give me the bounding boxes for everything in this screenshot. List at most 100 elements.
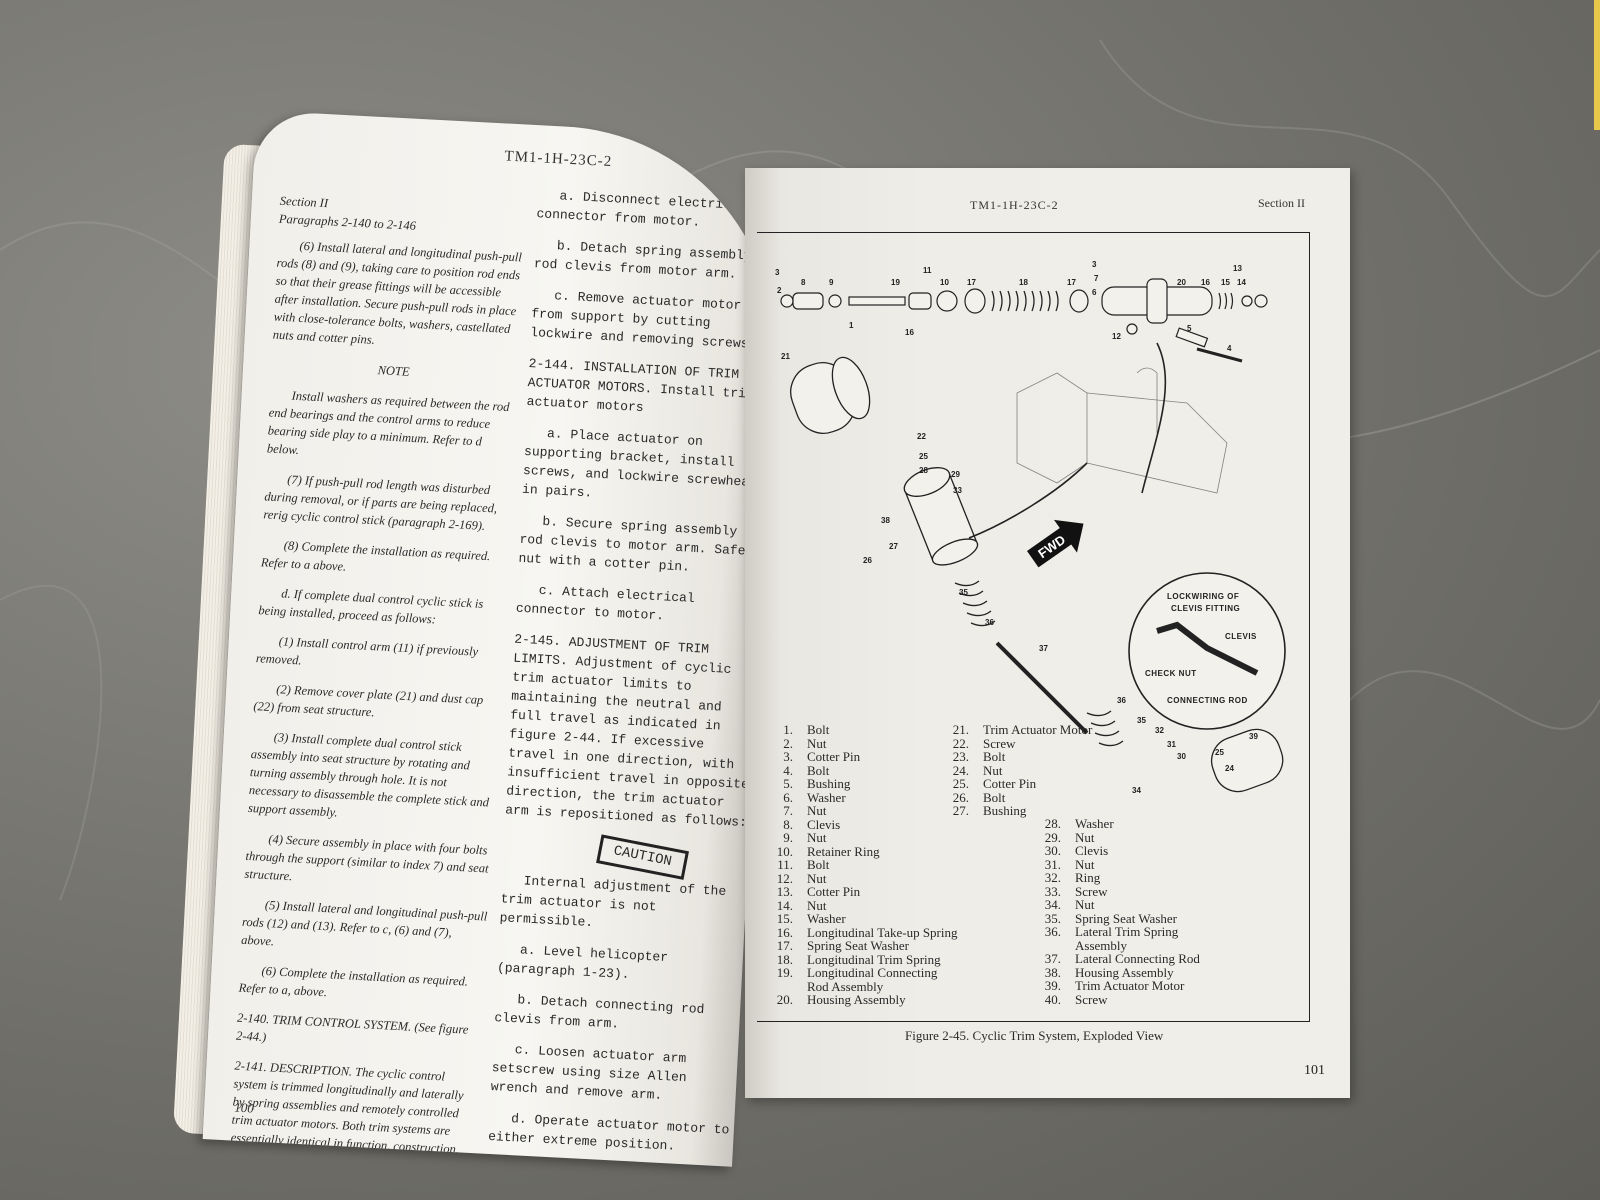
left-page-header-code: TM1-1H-23C-2 — [504, 148, 613, 171]
svg-text:25: 25 — [919, 452, 928, 461]
svg-text:CLEVIS FITTING: CLEVIS FITTING — [1171, 604, 1240, 613]
lockwiring-inset: LOCKWIRING OF CLEVIS FITTING CLEVIS CHEC… — [1128, 572, 1286, 730]
svg-text:20: 20 — [1177, 278, 1186, 287]
paragraph: (6) Install lateral and longitudinal pus… — [272, 238, 523, 347]
legend-column-1: 1.Bolt 2.Nut 3.Cotter Pin 4.Bolt 5.Bushi… — [759, 723, 958, 1007]
svg-text:9: 9 — [829, 278, 834, 287]
trim-actuator-motor-icon — [790, 356, 871, 434]
paragraph: (7) If push-pull rod length was disturbe… — [263, 472, 498, 533]
legend-item: 11.Bolt — [777, 857, 830, 872]
legend-item: 1.Bolt — [783, 722, 830, 737]
legend-item: 19.Longitudinal Connecting — [776, 965, 938, 980]
legend-item: 14.Nut — [776, 897, 827, 913]
paragraph: d. Operate actuator motor to either extr… — [487, 1111, 730, 1154]
paragraph: a. Level helicopter (paragraph 1-23). — [496, 942, 669, 983]
legend-item: 5.Bushing — [783, 776, 851, 791]
svg-text:16: 16 — [905, 328, 914, 337]
svg-text:30: 30 — [1177, 752, 1186, 761]
svg-text:8: 8 — [801, 278, 806, 287]
svg-text:38: 38 — [881, 516, 890, 525]
legend-item: 22.Screw — [952, 735, 1016, 751]
legend-item: 28.Washer — [1044, 816, 1114, 831]
svg-text:25: 25 — [1215, 748, 1224, 757]
legend-item-continuation: Assembly — [1075, 937, 1127, 953]
svg-text:3: 3 — [1092, 260, 1097, 269]
legend-column-3: 28.Washer 29.Nut 30.Clevis 31.Nut 32.Rin… — [1027, 817, 1200, 1006]
svg-text:27: 27 — [889, 542, 898, 551]
legend-item: 29.Nut — [1044, 829, 1095, 845]
right-page: TM1-1H-23C-2 Section II — [745, 168, 1350, 1098]
paragraph: e. Reposition actuator arm onto serratio… — [477, 1158, 732, 1167]
legend-item: 21.Trim Actuator Motor — [952, 722, 1093, 737]
paragraph: (3) Install complete dual control stick … — [247, 730, 490, 820]
paragraph: (4) Secure assembly in place with four b… — [244, 832, 489, 884]
legend-item: 18.Longitudinal Trim Spring — [776, 951, 941, 967]
svg-text:CLEVIS: CLEVIS — [1225, 632, 1257, 641]
section-heading-2-145: 2-145. ADJUSTMENT OF TRIM LIMITS. Adjust… — [504, 631, 750, 831]
legend-item: 37.Lateral Connecting Rod — [1044, 951, 1200, 966]
left-page-sheet: TM1-1H-23C-2 Section II Paragraphs 2-140… — [202, 110, 786, 1167]
svg-text:19: 19 — [891, 278, 900, 287]
left-page: TM1-1H-23C-2 Section II Paragraphs 2-140… — [3, 40, 786, 1167]
legend-item: 31.Nut — [1044, 856, 1095, 872]
legend-item: 34.Nut — [1044, 897, 1095, 912]
svg-text:15: 15 — [1221, 278, 1230, 287]
legend-item: 30.Clevis — [1044, 843, 1109, 858]
exploded-view-diagram: FWD LOCKWIRING OF CLEVIS FITTING CLEVIS … — [775, 260, 1286, 793]
svg-text:CHECK NUT: CHECK NUT — [1145, 669, 1197, 678]
paragraph: b. Detach connecting rod clevis from arm… — [494, 992, 705, 1032]
svg-text:13: 13 — [1233, 264, 1242, 273]
caution-text: Internal adjustment of the trim actuator… — [499, 873, 727, 931]
paragraph: c. Loosen actuator arm setscrew using si… — [490, 1042, 687, 1103]
svg-text:24: 24 — [1225, 764, 1234, 773]
section-heading-2-140: 2-140. TRIM CONTROL SYSTEM. (See figure … — [235, 1010, 469, 1045]
svg-text:CONNECTING ROD: CONNECTING ROD — [1167, 696, 1248, 705]
caution-box: CAUTION — [596, 834, 689, 880]
paragraph: b. Detach spring assembly rod clevis fro… — [533, 238, 753, 282]
right-page-header-code: TM1-1H-23C-2 — [970, 198, 1059, 212]
legend-item: 3.Cotter Pin — [783, 749, 861, 764]
legend-item-continuation: Rod Assembly — [807, 978, 884, 994]
paragraph: a. Place actuator on supporting bracket,… — [521, 426, 766, 501]
svg-text:12: 12 — [1112, 332, 1121, 341]
legend-item: 16.Longitudinal Take-up Spring — [776, 924, 958, 940]
svg-text:21: 21 — [781, 352, 790, 361]
paragraph: d. If complete dual control cyclic stick… — [258, 586, 484, 627]
legend-item: 26.Bolt — [952, 789, 1006, 805]
svg-text:16: 16 — [1201, 278, 1210, 287]
legend-item: 20.Housing Assembly — [776, 992, 906, 1007]
svg-text:6: 6 — [1092, 288, 1097, 297]
paragraph: (8) Complete the installation as require… — [260, 538, 491, 574]
lateral-housing-assembly-icon — [903, 467, 979, 566]
paragraph: Install washers as required between the … — [266, 388, 510, 458]
fwd-arrow-icon: FWD — [1027, 519, 1084, 568]
legend-item: 12.Nut — [776, 870, 827, 886]
legend-item: 7.Nut — [783, 803, 827, 818]
legend-item: 17.Spring Seat Washer — [776, 938, 909, 953]
legend-item: 25.Cotter Pin — [952, 776, 1037, 791]
paragraph: c. Attach electrical connector to motor. — [515, 582, 696, 624]
svg-text:2: 2 — [777, 286, 782, 295]
paragraph: (2) Remove cover plate (21) and dust cap… — [253, 682, 484, 720]
legend-item: 33.Screw — [1044, 883, 1108, 899]
svg-text:LOCKWIRING OF: LOCKWIRING OF — [1167, 592, 1239, 601]
legend-item: 27.Bushing — [952, 803, 1027, 818]
left-column-a: Section II Paragraphs 2-140 to 2-146 (6)… — [215, 192, 525, 1167]
legend-item: 38.Housing Assembly — [1044, 964, 1174, 980]
svg-text:14: 14 — [1237, 278, 1246, 287]
svg-text:11: 11 — [923, 266, 932, 275]
legend-item: 4.Bolt — [783, 762, 830, 778]
svg-text:34: 34 — [1132, 786, 1141, 793]
svg-text:18: 18 — [1019, 278, 1028, 287]
svg-text:17: 17 — [967, 278, 976, 287]
paragraph: (5) Install lateral and longitudinal pus… — [240, 897, 488, 949]
svg-text:36: 36 — [1117, 696, 1126, 705]
legend-item: 13.Cotter Pin — [776, 884, 861, 899]
legend-item: 9.Nut — [783, 830, 827, 845]
paragraph: b. Secure spring assembly rod clevis to … — [518, 513, 762, 575]
legend-item: 24.Nut — [952, 762, 1003, 778]
figure-caption: Figure 2-45. Cyclic Trim System, Explode… — [905, 1028, 1164, 1043]
paragraph: (6) Complete the installation as require… — [238, 963, 469, 1000]
svg-text:22: 22 — [917, 432, 926, 441]
legend-item: 35.Spring Seat Washer — [1044, 910, 1177, 926]
